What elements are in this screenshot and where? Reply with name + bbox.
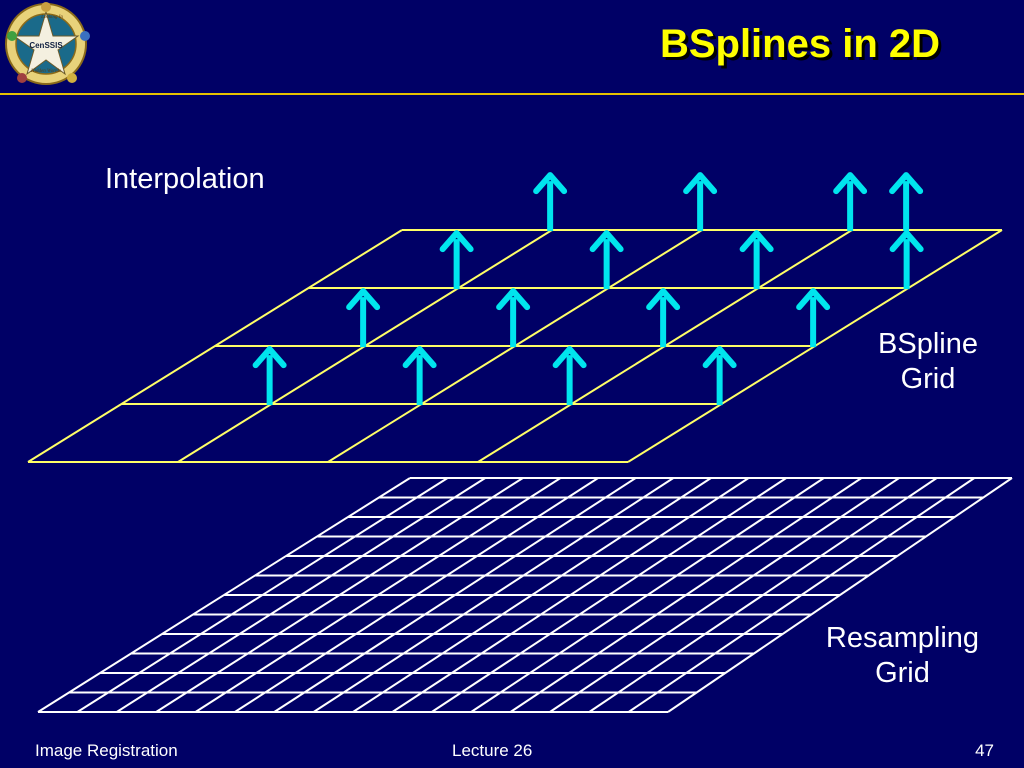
resampling-grid-column-line bbox=[155, 477, 524, 713]
control-point-arrows bbox=[252, 172, 924, 406]
arrow-head bbox=[889, 172, 924, 195]
arrow-head bbox=[833, 172, 868, 195]
resampling-grid-column-line bbox=[588, 477, 938, 713]
resampling-grid-column-line bbox=[37, 477, 411, 713]
arrow-head bbox=[646, 288, 681, 311]
footer-page-number: 47 bbox=[975, 741, 994, 760]
arrow-head bbox=[496, 288, 531, 311]
logo-ring-text-top: Looking In bbox=[40, 15, 63, 20]
footer-lecture: Lecture 26 bbox=[452, 741, 533, 760]
resampling-grid-column-line bbox=[352, 477, 712, 713]
interpolation-label: Interpolation bbox=[105, 163, 265, 195]
resampling-grid-column-line bbox=[667, 477, 1013, 713]
arrow-head bbox=[589, 230, 624, 253]
resampling-grid-column-line bbox=[313, 477, 674, 713]
arrow-head bbox=[702, 346, 737, 369]
arrow-head bbox=[533, 172, 568, 195]
arrow-head bbox=[252, 346, 287, 369]
slide-title: BSplines in 2D bbox=[659, 22, 940, 66]
resampling-grid-column-line bbox=[470, 477, 825, 713]
resampling-grid-column-line bbox=[549, 477, 900, 713]
footer-course: Image Registration bbox=[35, 741, 178, 760]
arrow-head bbox=[796, 288, 831, 311]
arrow-head bbox=[889, 230, 924, 253]
arrow-head bbox=[552, 346, 587, 369]
bspline-label-line1: BSpline bbox=[878, 328, 978, 360]
resampling-grid-column-line bbox=[194, 477, 562, 713]
resampling-grid-column-line bbox=[431, 477, 787, 713]
resampling-grid-column-line bbox=[76, 477, 449, 713]
arrow-head bbox=[439, 230, 474, 253]
arrow-head bbox=[346, 288, 381, 311]
logo-name: CenSSIS bbox=[29, 41, 63, 50]
bspline-label-line2: Grid bbox=[900, 362, 956, 395]
resampling-grid-column-line bbox=[116, 477, 486, 713]
resampling-grid-column-line bbox=[273, 477, 637, 713]
arrow-head bbox=[739, 230, 774, 253]
bspline-grid-column-line bbox=[27, 229, 403, 463]
arrow-head bbox=[683, 172, 718, 195]
logo-ring-text-bottom: Hidden Worlds bbox=[30, 69, 61, 74]
arrow-head bbox=[402, 346, 437, 369]
resampling-grid-column-line bbox=[628, 477, 975, 713]
resampling-grid-label: Resampling Grid bbox=[800, 621, 1005, 691]
resampling-label-line2: Grid bbox=[875, 656, 930, 689]
bspline-grid-label: BSpline Grid bbox=[848, 327, 1008, 397]
resampling-grid-column-line bbox=[509, 477, 863, 713]
title-divider bbox=[0, 93, 1024, 95]
resampling-grid-column-line bbox=[234, 477, 599, 713]
resampling-label-line1: Resampling bbox=[825, 622, 980, 654]
resampling-grid bbox=[37, 477, 1013, 713]
censsis-logo: CenSSIS Looking In Hidden Worlds bbox=[5, 2, 90, 85]
resampling-grid-column-line bbox=[391, 477, 750, 713]
